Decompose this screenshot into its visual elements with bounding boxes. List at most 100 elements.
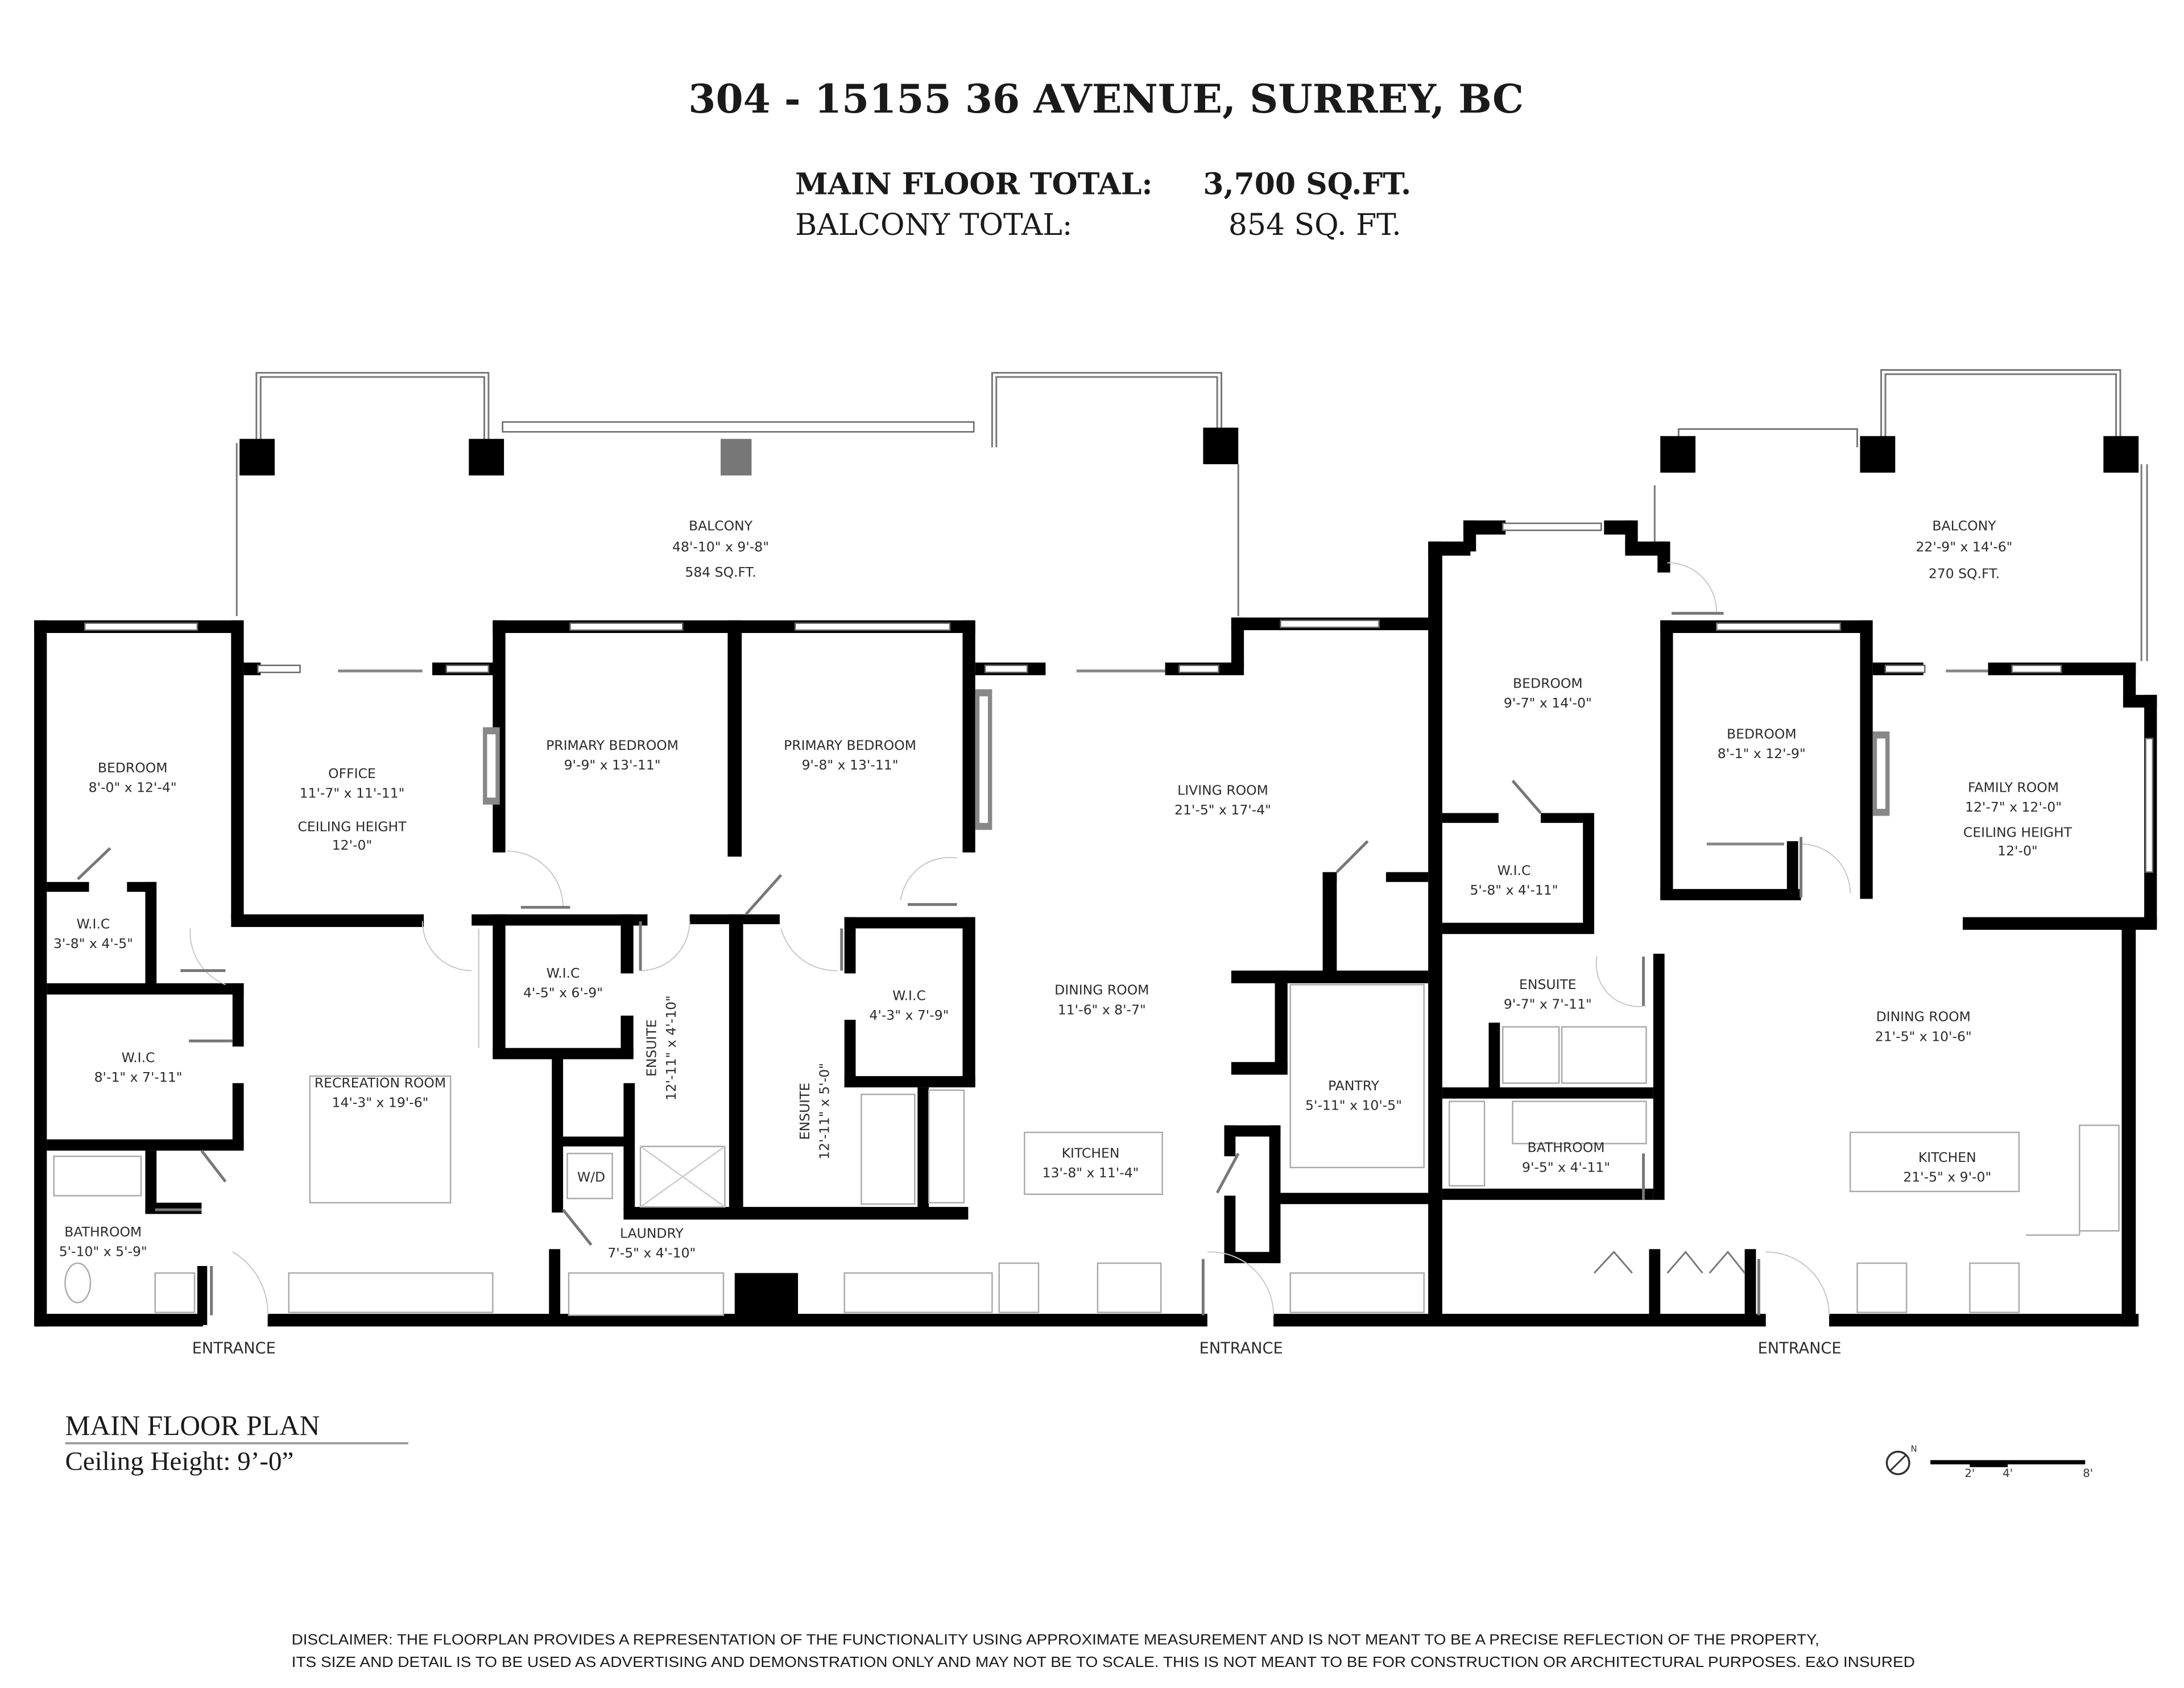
balcony-railing-right xyxy=(1653,369,2148,661)
svg-text:270 SQ.FT.: 270 SQ.FT. xyxy=(1929,566,2000,582)
svg-text:12'-0": 12'-0" xyxy=(1997,843,2038,859)
svg-text:PRIMARY BEDROOM: PRIMARY BEDROOM xyxy=(784,737,916,753)
room-label-bedroom-3: BEDROOM 8'-1" x 12'-9" xyxy=(1718,726,1806,762)
svg-text:8'-0" x 12'-4": 8'-0" x 12'-4" xyxy=(89,779,177,795)
room-label-bathroom-1: BATHROOM 5'-10" x 5'-9" xyxy=(59,1224,147,1260)
room-label-wic-5: W.I.C 5'-8" x 4'-11" xyxy=(1470,862,1558,898)
svg-text:ENSUITE: ENSUITE xyxy=(1519,977,1577,992)
svg-text:W.I.C: W.I.C xyxy=(892,988,926,1004)
svg-text:BEDROOM: BEDROOM xyxy=(98,760,168,776)
room-label-kitchen-1: KITCHEN 13'-8" x 11'-4" xyxy=(1043,1145,1139,1181)
svg-text:FAMILY ROOM: FAMILY ROOM xyxy=(1968,779,2059,795)
svg-text:CEILING HEIGHT: CEILING HEIGHT xyxy=(298,819,407,835)
svg-text:BEDROOM: BEDROOM xyxy=(1727,726,1797,742)
room-label-primary-bedroom-1: PRIMARY BEDROOM 9'-9" x 13'-11" xyxy=(546,737,679,773)
main-floor-total-label: MAIN FLOOR TOTAL: xyxy=(795,167,1152,201)
svg-text:9'-5" x 4'-11": 9'-5" x 4'-11" xyxy=(1522,1159,1610,1175)
room-label-pantry: PANTRY 5'-11" x 10'-5" xyxy=(1305,1078,1402,1114)
svg-text:8': 8' xyxy=(2083,1467,2093,1480)
svg-text:BATHROOM: BATHROOM xyxy=(64,1224,142,1240)
windows xyxy=(84,522,2154,873)
svg-text:21'-5" x 17'-4": 21'-5" x 17'-4" xyxy=(1174,802,1271,818)
property-address: 304 - 15155 36 AVENUE, SURREY, BC xyxy=(688,76,1524,122)
svg-text:12'-7" x 12'-0": 12'-7" x 12'-0" xyxy=(1965,799,2062,815)
balcony-columns-right xyxy=(1660,436,2139,473)
ceiling-height-note: Ceiling Height: 9’-0” xyxy=(65,1447,293,1476)
svg-text:RECREATION ROOM: RECREATION ROOM xyxy=(315,1075,446,1091)
fixtures xyxy=(53,984,2120,1316)
svg-text:DINING ROOM: DINING ROOM xyxy=(1054,982,1149,998)
svg-text:PANTRY: PANTRY xyxy=(1328,1078,1379,1094)
room-label-laundry: LAUNDRY 7'-5" x 4'-10" W/D xyxy=(577,1169,696,1261)
room-label-balcony-left: BALCONY 48'-10" x 9'-8" 584 SQ.FT. xyxy=(672,518,769,580)
scale-bar: 2' 4' 8' xyxy=(1930,1460,2093,1480)
entrance-label-left: ENTRANCE xyxy=(192,1339,276,1357)
entrance-label-center: ENTRANCE xyxy=(1199,1339,1283,1357)
svg-text:584 SQ.FT.: 584 SQ.FT. xyxy=(685,564,756,580)
svg-text:4'-3" x 7'-9": 4'-3" x 7'-9" xyxy=(869,1007,949,1023)
north-arrow-icon: N xyxy=(1885,1444,1917,1475)
svg-text:N: N xyxy=(1910,1444,1917,1454)
svg-text:BATHROOM: BATHROOM xyxy=(1528,1140,1605,1156)
balcony-total-label: BALCONY TOTAL: xyxy=(795,208,1072,242)
svg-text:12'-0": 12'-0" xyxy=(332,837,373,853)
room-label-primary-bedroom-2: PRIMARY BEDROOM 9'-8" x 13'-11" xyxy=(784,737,916,773)
svg-text:W/D: W/D xyxy=(577,1169,605,1185)
room-label-dining-room-1: DINING ROOM 11'-6" x 8'-7" xyxy=(1054,982,1149,1018)
svg-text:W.I.C: W.I.C xyxy=(122,1049,155,1065)
svg-text:CEILING HEIGHT: CEILING HEIGHT xyxy=(1963,825,2073,841)
room-label-ensuite-1: ENSUITE 12'-11" x 4'-10" xyxy=(643,995,679,1100)
svg-text:7'-5" x 4'-10": 7'-5" x 4'-10" xyxy=(607,1245,696,1261)
svg-text:22'-9" x 14'-6": 22'-9" x 14'-6" xyxy=(1916,539,2012,555)
svg-text:12'-11" x 4'-10": 12'-11" x 4'-10" xyxy=(663,995,679,1100)
balcony-columns-left xyxy=(239,427,1239,475)
svg-text:ENSUITE: ENSUITE xyxy=(643,1019,659,1077)
svg-text:3'-8" x 4'-5": 3'-8" x 4'-5" xyxy=(53,936,133,951)
room-label-ensuite-3: ENSUITE 9'-7" x 7'-11" xyxy=(1504,977,1592,1012)
svg-text:48'-10" x 9'-8": 48'-10" x 9'-8" xyxy=(672,539,769,555)
room-label-ensuite-2: ENSUITE 12'-11" x 5'-0" xyxy=(797,1063,833,1160)
svg-text:11'-6" x 8'-7": 11'-6" x 8'-7" xyxy=(1058,1002,1146,1017)
room-label-living-room: LIVING ROOM 21'-5" x 17'-4" xyxy=(1174,782,1271,818)
disclaimer-line-1: DISCLAIMER: THE FLOORPLAN PROVIDES A REP… xyxy=(292,1631,1819,1648)
svg-text:PRIMARY BEDROOM: PRIMARY BEDROOM xyxy=(546,737,679,753)
room-label-bedroom-1: BEDROOM 8'-0" x 12'-4" xyxy=(89,760,177,796)
svg-text:9'-9" x 13'-11": 9'-9" x 13'-11" xyxy=(564,757,661,773)
svg-text:KITCHEN: KITCHEN xyxy=(1062,1145,1120,1161)
room-label-bathroom-2: BATHROOM 9'-5" x 4'-11" xyxy=(1522,1140,1610,1176)
svg-text:5'-11" x 10'-5": 5'-11" x 10'-5" xyxy=(1305,1097,1402,1113)
room-label-family-room: FAMILY ROOM 12'-7" x 12'-0" CEILING HEIG… xyxy=(1963,779,2073,858)
svg-text:9'-7" x 14'-0": 9'-7" x 14'-0" xyxy=(1504,695,1592,711)
svg-text:LAUNDRY: LAUNDRY xyxy=(620,1226,684,1242)
room-label-bedroom-2: BEDROOM 9'-7" x 14'-0" xyxy=(1504,675,1592,711)
balcony-total-value: 854 SQ. FT. xyxy=(1228,208,1401,242)
plan-title: MAIN FLOOR PLAN xyxy=(65,1410,320,1441)
svg-text:13'-8" x 11'-4": 13'-8" x 11'-4" xyxy=(1043,1165,1139,1181)
svg-text:21'-5" x 9'-0": 21'-5" x 9'-0" xyxy=(1903,1169,1991,1185)
room-label-wic-1: W.I.C 3'-8" x 4'-5" xyxy=(53,916,133,951)
svg-text:BALCONY: BALCONY xyxy=(689,518,753,533)
balcony-railing-left xyxy=(235,371,1239,617)
svg-text:5'-8" x 4'-11": 5'-8" x 4'-11" xyxy=(1470,882,1558,898)
svg-text:DINING ROOM: DINING ROOM xyxy=(1876,1009,1971,1025)
room-label-wic-4: W.I.C 4'-3" x 7'-9" xyxy=(869,988,949,1024)
svg-text:8'-1" x 7'-11": 8'-1" x 7'-11" xyxy=(94,1069,183,1085)
svg-text:W.I.C: W.I.C xyxy=(547,965,580,981)
svg-text:9'-7" x 7'-11": 9'-7" x 7'-11" xyxy=(1504,996,1592,1012)
room-label-recreation-room: RECREATION ROOM 14'-3" x 19'-6" xyxy=(315,1075,446,1111)
svg-text:2': 2' xyxy=(1964,1467,1975,1480)
svg-text:4': 4' xyxy=(2003,1467,2013,1480)
svg-text:12'-11" x 5'-0": 12'-11" x 5'-0" xyxy=(816,1063,832,1160)
svg-text:OFFICE: OFFICE xyxy=(328,766,376,781)
svg-text:21'-5" x 10'-6": 21'-5" x 10'-6" xyxy=(1875,1028,1972,1044)
room-label-kitchen-2: KITCHEN 21'-5" x 9'-0" xyxy=(1903,1149,1991,1185)
disclaimer-line-2: ITS SIZE AND DETAIL IS TO BE USED AS ADV… xyxy=(292,1653,1915,1670)
walls xyxy=(34,520,2157,1327)
door-swings xyxy=(77,562,1851,1315)
svg-text:9'-8" x 13'-11": 9'-8" x 13'-11" xyxy=(802,757,899,773)
svg-text:BEDROOM: BEDROOM xyxy=(1513,675,1583,691)
svg-text:LIVING ROOM: LIVING ROOM xyxy=(1177,782,1268,798)
main-floor-total-value: 3,700 SQ.FT. xyxy=(1203,167,1411,201)
